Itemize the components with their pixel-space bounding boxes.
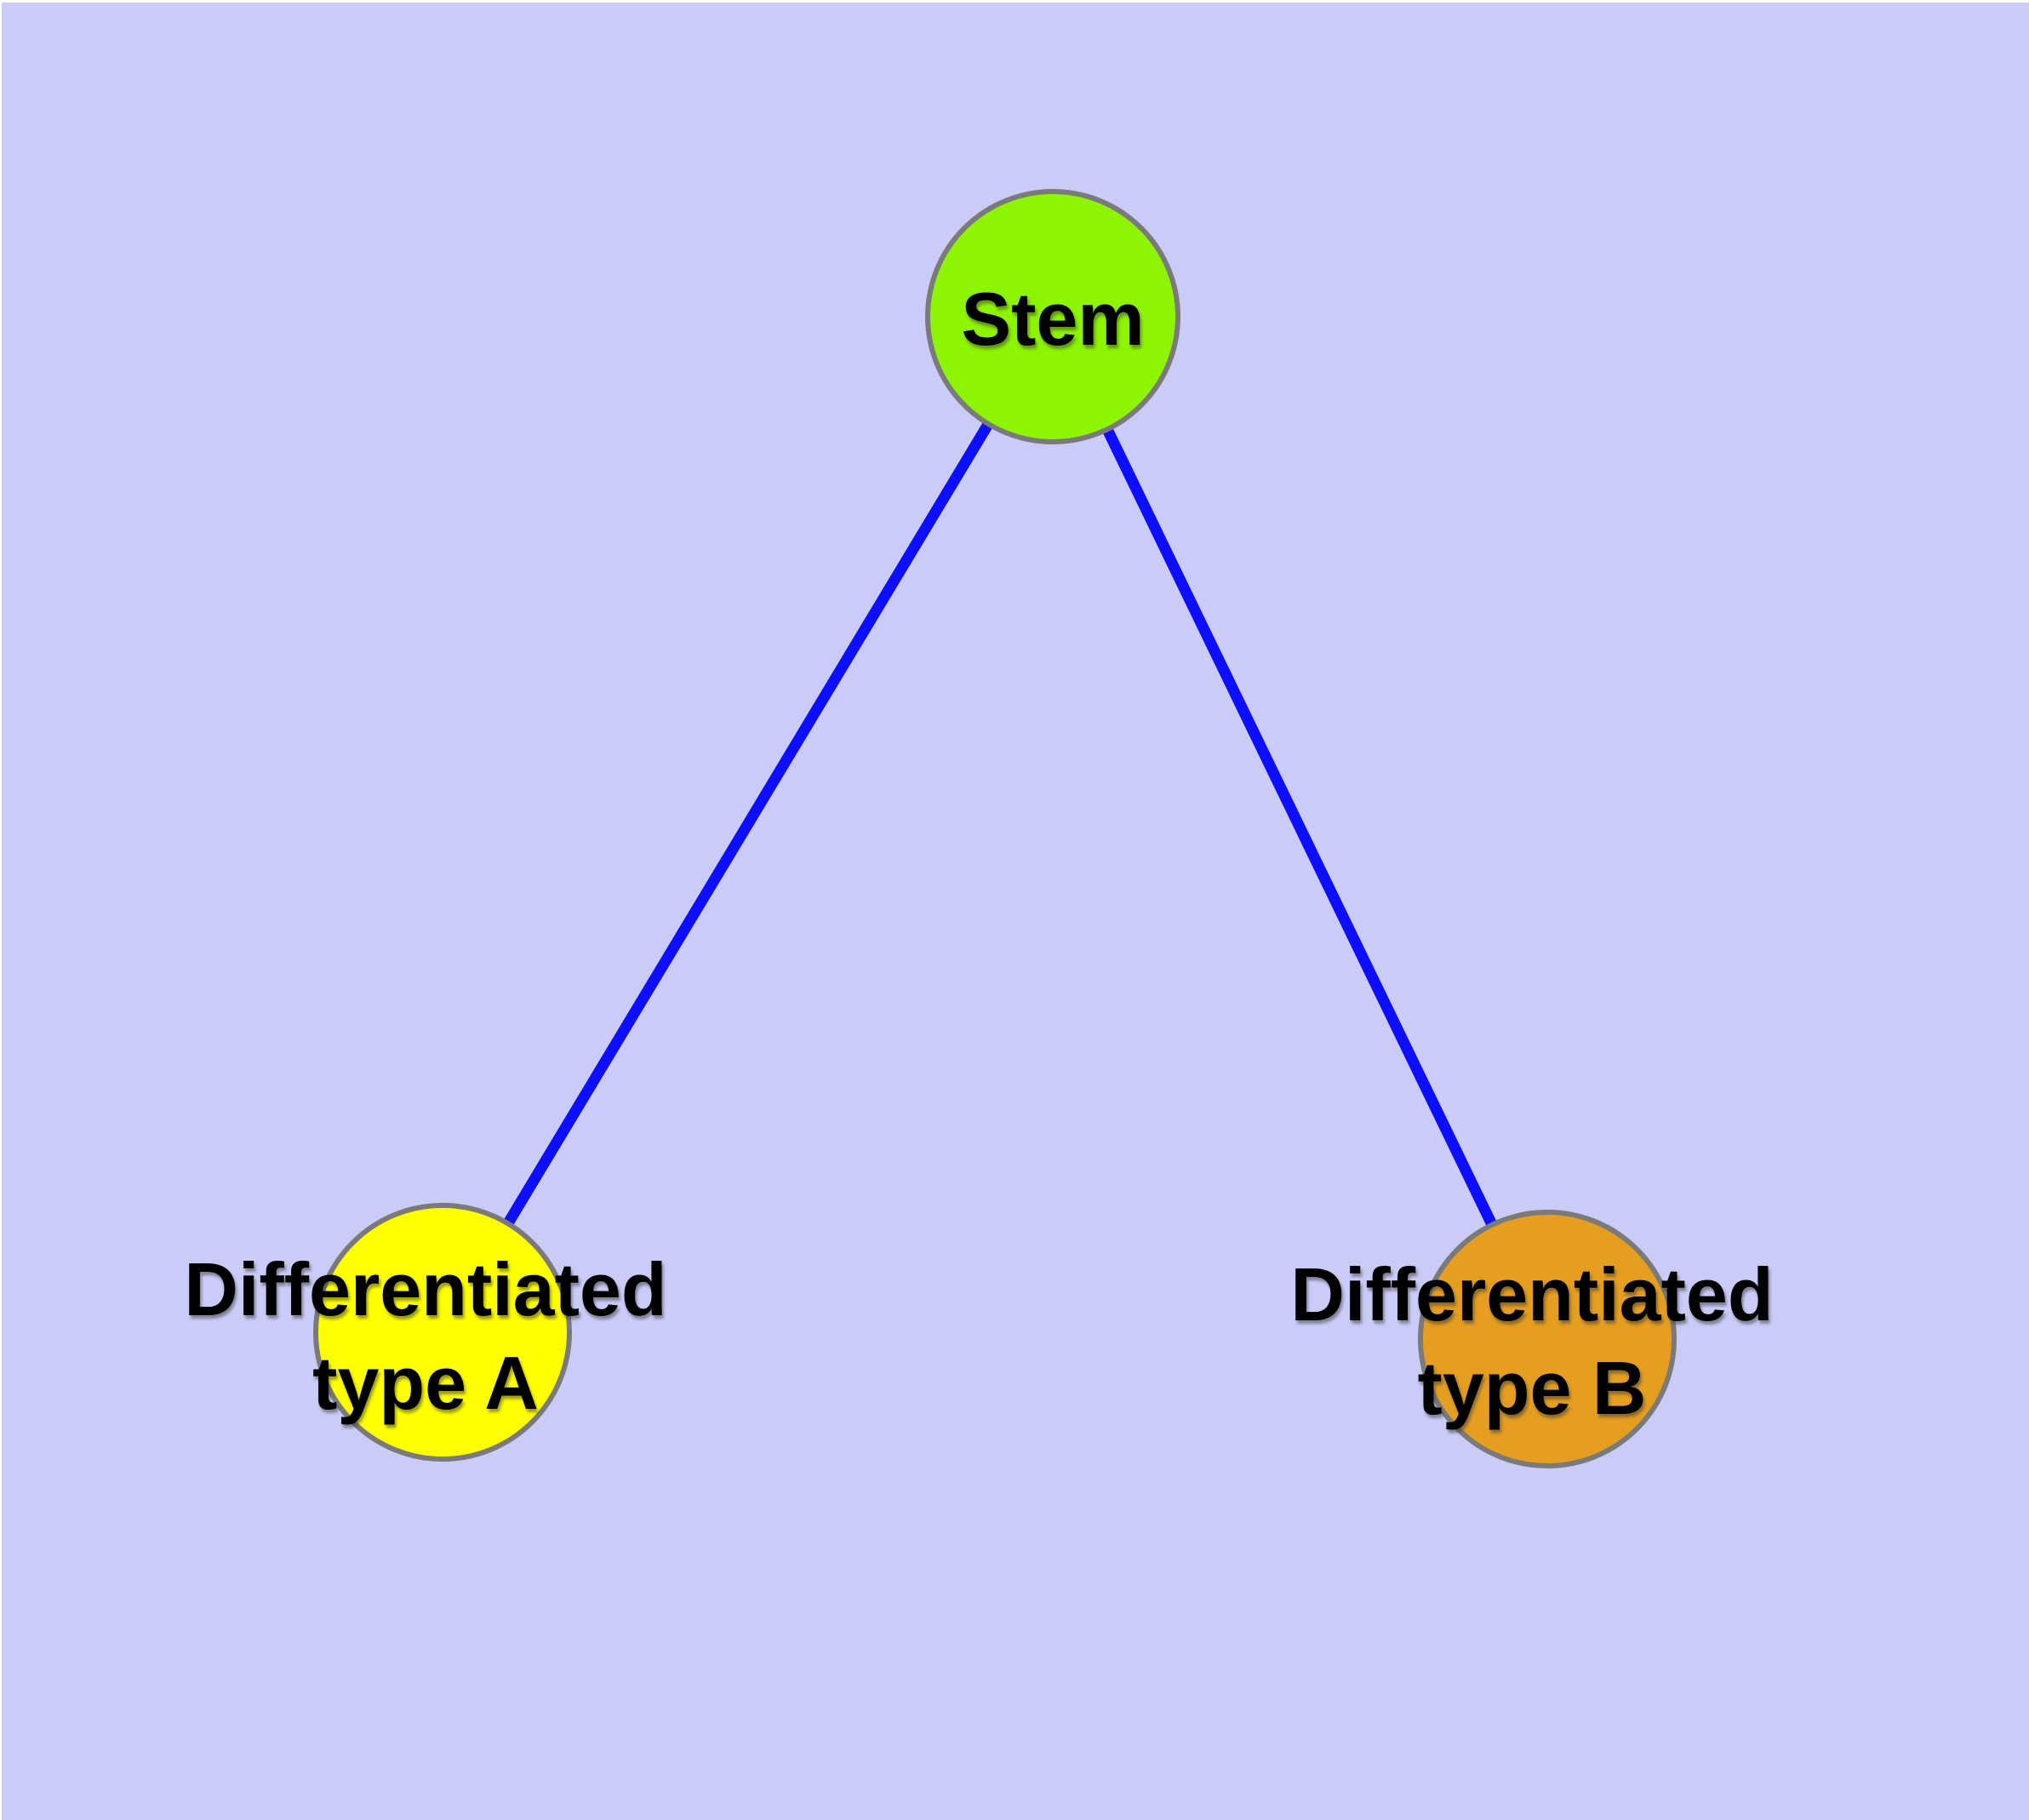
left-edge-margin [0,0,2,1820]
node-differentiated-type-b [1418,1210,1677,1468]
edge-stem-to-type-b [1048,314,1552,1342]
edge-stem-to-type-a [437,313,1058,1336]
node-label-line: type A [312,1341,539,1425]
node-label-line: Stem [961,277,1145,361]
node-label-differentiated-type-b: Differentiated type B [1290,1248,1773,1435]
top-edge-margin [0,0,2029,3]
node-label-line: Differentiated [184,1247,667,1331]
node-label-line: Differentiated [1290,1252,1774,1336]
node-label-line: type B [1417,1346,1647,1430]
node-stem [925,189,1180,444]
node-differentiated-type-a [313,1203,572,1462]
node-label-differentiated-type-a: Differentiated type A [184,1243,666,1430]
node-label-stem: Stem [961,272,1144,366]
